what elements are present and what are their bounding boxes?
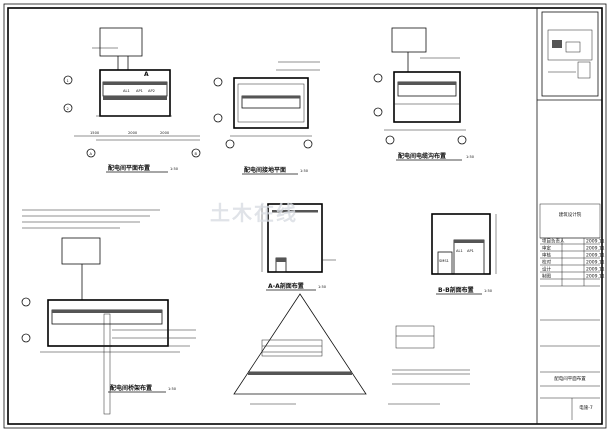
view-scale-section-b: 1:50 [484, 289, 493, 293]
title-block: 建筑设计院 项目负责人 审定 审核 校对 设计 制图 2009.11 2009.… [536, 8, 605, 424]
view-scale-grounding: 1:50 [300, 169, 309, 173]
view-cable-trench: 配电间电缆沟布置 1:50 [373, 27, 475, 161]
equip-ap1: AP1 [136, 89, 143, 93]
tb-row-date: 2009.11 [586, 274, 605, 280]
equip-b-ap1: AP1 [467, 249, 474, 253]
tb-row-label: 项目负责人 [542, 238, 565, 245]
axis-a-label: A [144, 71, 149, 78]
tb-row-label: 校对 [542, 259, 551, 266]
plan-room [99, 69, 171, 117]
company-block [539, 203, 601, 239]
view-section-b: SMS1 AL1 AP1 B-B剖面布置 1:50 [388, 213, 497, 405]
grid-bubble-label: 2 [67, 107, 69, 111]
dim-text: 1500 [90, 131, 100, 135]
tb-row-label: 制图 [542, 273, 551, 280]
equip-ap2: AP2 [148, 89, 155, 93]
tb-row-label: 审核 [542, 252, 551, 259]
view-title-section-a: A-A剖面布置 [268, 282, 304, 290]
view-scale-cable-trench: 1:50 [466, 155, 475, 159]
tb-row-label: 审定 [542, 245, 551, 252]
view-section-a: A-A剖面布置 1:50 [233, 203, 367, 405]
view-grounding: 配电间接地平面 1:50 [213, 61, 320, 175]
grid-bubble-label: A [90, 152, 93, 156]
dim-text: 2000 [160, 131, 170, 135]
grid-bubble [191, 148, 201, 158]
equip-al1: AL1 [123, 89, 130, 93]
equip-sms1: SMS1 [439, 259, 449, 263]
tb-row-date: 2009.11 [586, 267, 605, 273]
equip-b-al1: AL1 [456, 249, 463, 253]
grid-bubble-label: 1 [67, 79, 69, 83]
inner-border [7, 7, 603, 425]
tb-row-date: 2009.11 [586, 246, 605, 252]
view-title-section-b: B-B剖面布置 [438, 286, 474, 294]
sheet-title: 配电间平面布置 [554, 375, 586, 382]
view-title-grounding: 配电间接地平面 [244, 166, 286, 174]
approval-rows: 项目负责人 审定 审核 校对 设计 制图 2009.11 2009.11 200… [540, 238, 605, 287]
drawing-number: 电施-7 [579, 404, 593, 411]
view-scale-bridge: 1:50 [168, 387, 177, 391]
tb-row-label: 设计 [542, 266, 551, 273]
view-bridge: 配电间桥架布置 1:50 [21, 209, 196, 415]
key-plan [541, 11, 599, 97]
sheet-border [3, 3, 607, 429]
grid-bubble [63, 75, 73, 85]
tb-row-date: 2009.11 [586, 260, 605, 266]
view-scale-section-a: 1:50 [318, 285, 327, 289]
view-plan: AL1 AP1 AP2 A 1500 2000 2000 1 2 A B 配电间… [63, 27, 201, 173]
view-title-cable-trench: 配电间电缆沟布置 [398, 152, 446, 160]
view-scale-plan: 1:50 [170, 167, 179, 171]
tb-row-date: 2009.11 [586, 253, 605, 259]
view-title-bridge: 配电间桥架布置 [110, 384, 152, 392]
grid-bubble-label: B [195, 152, 198, 156]
grid-bubble [86, 148, 96, 158]
company-name: 建筑设计院 [559, 211, 582, 218]
view-title-plan: 配电间平面布置 [108, 164, 150, 172]
tb-row-date: 2009.11 [586, 239, 605, 245]
grid-bubble [63, 103, 73, 113]
dim-text: 2000 [128, 131, 138, 135]
watermark: 土木在线 [210, 201, 298, 225]
